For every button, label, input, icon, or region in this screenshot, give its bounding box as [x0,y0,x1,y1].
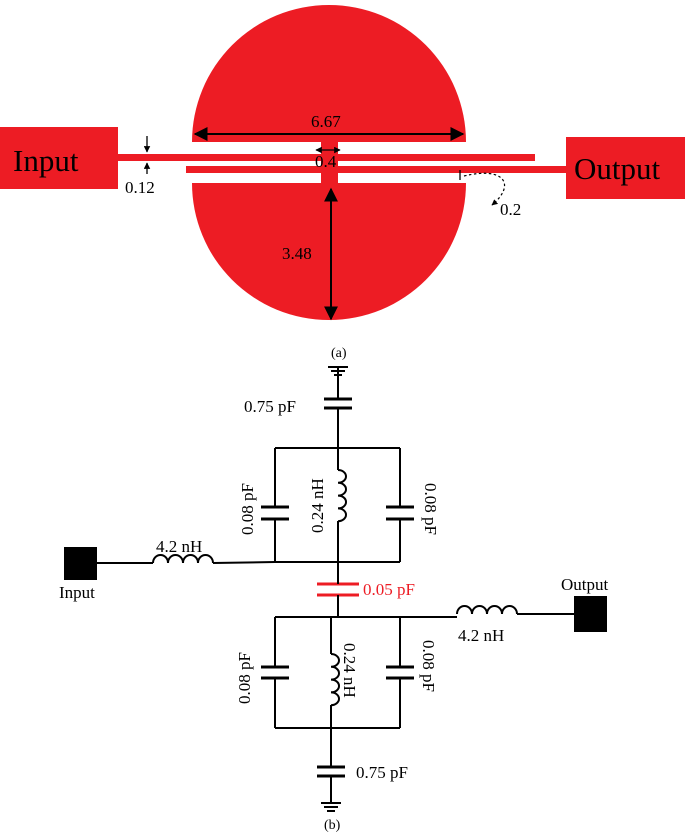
input-pad [0,127,118,189]
coupling-capacitor-label: 0.05 pF [363,580,415,599]
output-port-label: Output [561,575,609,594]
input-pad-label: Input [13,143,79,178]
input-port-label: Input [59,583,95,602]
width-dimension-label: 6.67 [311,112,341,131]
input-feed-line [116,154,535,161]
caption-b: (b) [324,818,341,833]
top-left-capacitor-label: 0.08 pF [238,483,257,535]
top-shunt-capacitor [324,397,352,448]
bottom-shunt-capacitor [317,765,345,803]
upper-half-disc [192,5,466,142]
top-resonator-network [261,447,414,582]
spacing-dimension-leader [463,172,505,206]
bottom-left-capacitor-label: 0.08 pF [235,652,254,704]
output-pad-label: Output [574,151,661,186]
top-ground-symbol [328,366,348,398]
coupling-capacitor [317,582,359,617]
bottom-shunt-capacitor-label: 0.75 pF [356,763,408,782]
bottom-right-capacitor-label: 0.08 pF [419,640,438,692]
output-feed-line [186,166,569,173]
output-pad [566,137,685,199]
line-width-label: 0.12 [125,178,155,197]
bottom-inductor-label: 0.24 nH [340,643,359,698]
lower-half-disc [192,183,466,320]
input-inductor-label: 4.2 nH [156,537,202,556]
bottom-ground-symbol [321,802,341,812]
output-inductor-label: 4.2 nH [458,626,504,645]
gap-dimension-label: 0.4 [315,152,337,171]
spacing-dimension-label: 0.2 [500,200,521,219]
bottom-resonator-network [261,616,414,767]
top-right-capacitor-label: 0.08 pF [421,483,440,535]
radius-dimension-label: 3.48 [282,244,312,263]
input-port [64,547,97,580]
output-inductor [400,605,574,618]
caption-a: (a) [331,346,347,361]
top-inductor-label: 0.24 nH [308,478,327,533]
top-shunt-capacitor-label: 0.75 pF [244,397,296,416]
input-inductor [97,554,276,564]
output-port [574,596,607,632]
